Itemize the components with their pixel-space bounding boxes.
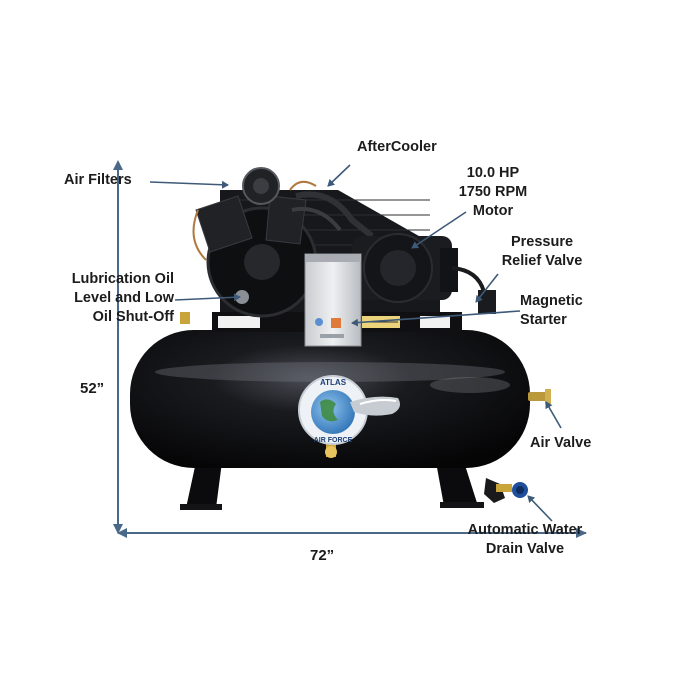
width-arrow-left [117, 528, 127, 538]
label-motor-name: Motor [472, 203, 514, 219]
dimension-lines [113, 160, 587, 538]
drain-valve [484, 478, 528, 503]
warning-label-right [420, 316, 450, 328]
label-lube-line3: Oil Shut-Off [92, 309, 174, 325]
left-leg [186, 462, 222, 508]
warning-label-left [218, 316, 260, 328]
width-dimension-label: 72” [310, 547, 335, 564]
label-pressure-relief-valve: Pressure Relief Valve [492, 233, 592, 271]
label-motor: 10.0 HP 1750 RPM Motor [448, 164, 538, 221]
oil-fill-cap [180, 312, 190, 324]
right-leg [436, 462, 478, 506]
arrow-lubrication [174, 293, 241, 302]
arrow-aftercooler [327, 164, 351, 187]
label-starter: Starter [520, 312, 567, 328]
pressure-switch [478, 290, 496, 314]
air-valve-fitting [528, 392, 548, 401]
width-arrow-right [576, 528, 587, 538]
label-pressure: Pressure [510, 234, 574, 250]
label-drain-line1: Automatic Water [467, 522, 583, 538]
callout-arrows [149, 164, 562, 522]
label-aftercooler: AfterCooler [357, 139, 437, 155]
arrow-relief-valve [475, 273, 499, 303]
label-lube-line1: Lubrication Oil [71, 271, 174, 287]
label-motor-hp: 10.0 HP [466, 165, 520, 181]
arrow-motor [411, 211, 467, 249]
badge-top-text: ATLAS [320, 378, 347, 387]
tank-legs [180, 462, 484, 510]
label-lube-line2: Level and Low [74, 290, 174, 306]
arrow-magnetic-starter [351, 310, 521, 327]
arrow-air-filters [149, 180, 229, 189]
badge-bottom-text: AIR FORCE [314, 437, 353, 444]
label-air-filters: Air Filters [64, 172, 132, 188]
arrow-air-valve [545, 401, 562, 429]
aftercooler-pipe [295, 191, 374, 239]
label-magnetic-starter: Magnetic Starter [520, 292, 583, 330]
height-arrow-bottom [113, 524, 123, 534]
label-relief-valve: Relief Valve [501, 253, 583, 269]
label-motor-rpm: 1750 RPM [458, 184, 528, 200]
arrow-drain-valve [527, 495, 553, 522]
label-magnetic: Magnetic [520, 293, 583, 309]
brand-badge: ATLAS AIR FORCE [298, 375, 400, 445]
label-air-valve: Air Valve [530, 435, 592, 451]
label-drain-line2: Drain Valve [485, 541, 565, 557]
label-lubrication: Lubrication Oil Level and Low Oil Shut-O… [40, 270, 174, 327]
height-dimension-label: 52” [80, 380, 105, 397]
height-arrow-top [113, 160, 123, 170]
label-drain-valve: Automatic Water Drain Valve [455, 521, 595, 559]
electric-motor [352, 233, 496, 314]
magnetic-starter-box [304, 253, 362, 347]
